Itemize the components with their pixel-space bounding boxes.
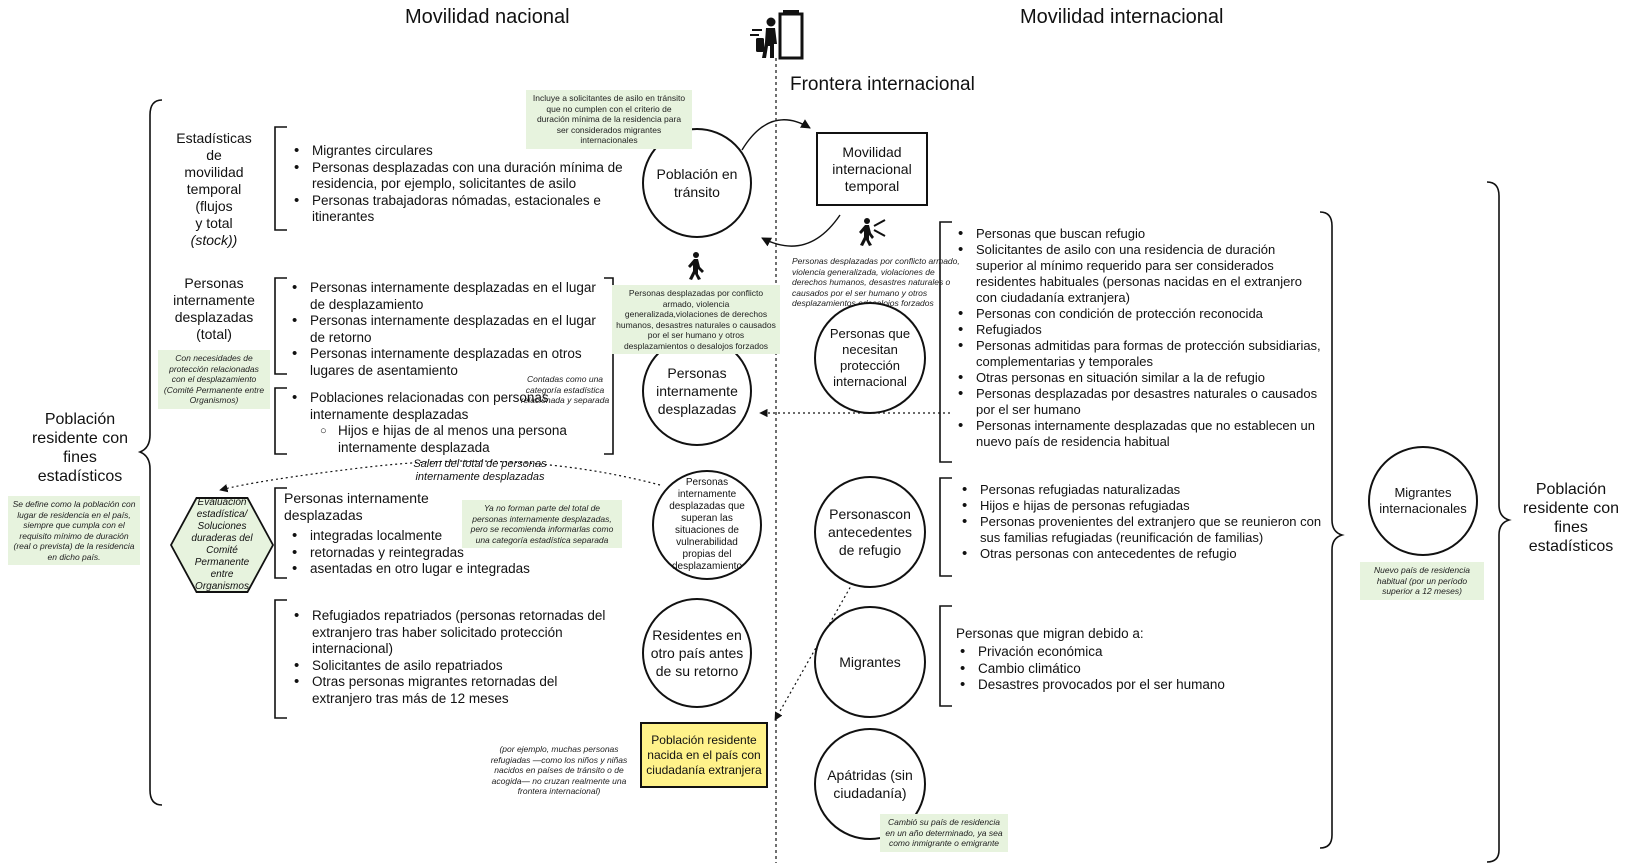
migrants-circle: Migrantes: [814, 606, 926, 718]
new-country-note: Nuevo país de residencia habitual (por u…: [1360, 562, 1484, 600]
list-item: Otras personas con antecedentes de refug…: [960, 546, 1325, 562]
solutions-note: Ya no forman parte del total de personas…: [462, 500, 622, 548]
left-population-note: Se define como la población con lugar de…: [8, 496, 140, 565]
list-item: Personas con condición de protección rec…: [956, 306, 1321, 322]
overcome-vulnerability-circle: Personas internamente desplazadas que su…: [652, 470, 762, 580]
temporal-list: Migrantes circulares Personas desplazada…: [292, 143, 632, 226]
list-item: Personas internamente desplazadas en el …: [290, 280, 600, 313]
list-item: Cambio climático: [958, 661, 1278, 678]
list-item: Privación económica: [958, 644, 1278, 661]
idp-total-label: Personas internamente desplazadas (total…: [173, 275, 255, 342]
list-item: Otras personas en situación similar a la…: [956, 370, 1321, 386]
idp-protection-note: Con necesidades de protección relacionad…: [158, 350, 270, 409]
migrants-reasons-list: Privación económica Cambio climático Des…: [958, 644, 1278, 694]
list-item: Personas internamente desplazadas que no…: [956, 418, 1321, 450]
protection-needed-circle: Personas que necesitan protección intern…: [814, 302, 926, 414]
separate-category-note: Contadas como una categoría estadística …: [520, 374, 610, 405]
exit-idp-label: Salen del total de personas internamente…: [413, 458, 547, 483]
temporary-international-box: Movilidad internacional temporal: [816, 132, 928, 206]
protection-list: Personas que buscan refugio Solicitantes…: [956, 226, 1321, 450]
walking-person-icon: [686, 252, 706, 280]
list-item: integradas localmente: [290, 528, 560, 545]
residents-abroad-circle: Residentes en otro país antes de su reto…: [642, 598, 752, 708]
yellow-side-note: (por ejemplo, muchas personas refugiadas…: [490, 744, 628, 796]
national-mobility-header: Movilidad nacional: [405, 6, 570, 28]
list-item: Desastres provocados por el ser humano: [958, 677, 1278, 694]
international-mobility-header: Movilidad internacional: [1020, 6, 1224, 28]
list-item: Personas provenientes del extranjero que…: [960, 514, 1325, 546]
transit-population-circle: Población en tránsito: [642, 128, 752, 238]
idp-circle: Personas internamente desplazadas: [642, 336, 752, 446]
list-item: Personas desplazadas por desastres natur…: [956, 386, 1321, 418]
list-item: Personas trabajadoras nómadas, estaciona…: [292, 193, 632, 226]
idp-solutions-title: Personas internamente desplazadas: [284, 490, 429, 523]
refugee-background-list: Personas refugiadas naturalizadas Hijos …: [960, 482, 1325, 562]
transit-note: Incluye a solicitantes de asilo en tráns…: [526, 90, 692, 149]
list-item: Migrantes circulares: [292, 143, 632, 160]
idp-related-list: Poblaciones relacionadas con personas in…: [290, 390, 610, 456]
list-item: Personas que buscan refugio: [956, 226, 1321, 242]
right-population-title: Población residente con fines estadístic…: [1522, 481, 1620, 555]
list-item: Personas desplazadas con una duración mí…: [292, 160, 632, 193]
list-item: asentadas en otro lugar e integradas: [290, 561, 560, 578]
list-item: retornadas y reintegradas: [290, 545, 560, 562]
refugee-background-circle: Personascon antecedentes de refugio: [814, 476, 926, 588]
displaced-international-note: Personas desplazadas por conflicto armad…: [792, 256, 960, 308]
list-item: Personas internamente desplazadas en otr…: [290, 346, 600, 379]
foreign-citizenship-box: Población residente nacida en el país co…: [640, 722, 768, 788]
returnees-list: Refugiados repatriados (personas retorna…: [292, 608, 612, 707]
list-item: Refugiados: [956, 322, 1321, 338]
list-item: Personas refugiadas naturalizadas: [960, 482, 1325, 498]
durable-solutions-hexagon: Evaluación estadística/ Soluciones durad…: [170, 497, 274, 593]
displaced-internal-note: Personas desplazadas por conflicto armad…: [612, 285, 780, 354]
list-item: Personas admitidas para formas de protec…: [956, 338, 1321, 370]
idp-solutions-list: integradas localmente retornadas y reint…: [290, 528, 560, 578]
migrants-intro: Personas que migran debido a:: [956, 626, 1144, 641]
temporal-stats-label: Estadísticas de movilidad temporal (fluj…: [176, 130, 252, 248]
list-item: Hijos e hijas de personas refugiadas: [960, 498, 1325, 514]
stateless-note: Cambió su país de residencia en un año d…: [880, 814, 1008, 852]
stateless-circle: Apátridas (sin ciudadanía): [814, 728, 926, 840]
list-item: Solicitantes de asilo repatriados: [292, 658, 612, 675]
international-border-label: Frontera internacional: [790, 74, 975, 95]
walking-person-icon: [858, 218, 886, 246]
idp-list: Personas internamente desplazadas en el …: [290, 280, 600, 379]
list-item: Otras personas migrantes retornadas del …: [292, 674, 612, 707]
list-item: Personas internamente desplazadas en el …: [290, 313, 600, 346]
list-item: Poblaciones relacionadas con personas in…: [290, 390, 610, 423]
list-item: Solicitantes de asilo con una residencia…: [956, 242, 1321, 306]
list-item: Refugiados repatriados (personas retorna…: [292, 608, 612, 658]
international-migrants-circle: Migrantes internacionales: [1368, 446, 1478, 556]
left-population-title: Población residente con fines estadístic…: [31, 411, 129, 485]
list-subitem: Hijos e hijas de al menos una persona in…: [290, 423, 610, 456]
airport-gate-traveler-icon: [750, 8, 806, 62]
